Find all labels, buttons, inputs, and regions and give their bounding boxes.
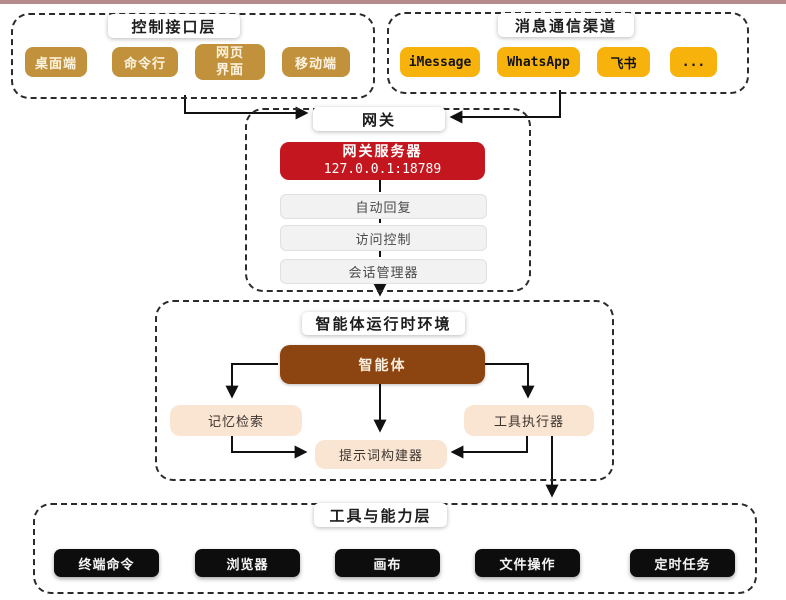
gateway-title: 网关 — [313, 107, 445, 131]
node-web-ui: 网页界面 — [195, 44, 265, 80]
node-feishu: 飞书 — [597, 47, 650, 77]
node-scheduled-tasks: 定时任务 — [630, 549, 735, 577]
node-prompt-builder: 提示词构建器 — [315, 440, 447, 469]
node-mobile: 移动端 — [282, 47, 350, 77]
node-canvas: 画布 — [335, 549, 440, 577]
tools-layer-title: 工具与能力层 — [314, 503, 447, 527]
control-layer-title: 控制接口层 — [108, 14, 240, 38]
node-agent: 智能体 — [280, 345, 485, 384]
node-whatsapp: WhatsApp — [497, 47, 580, 77]
gateway-server-address: 127.0.0.1:18789 — [323, 161, 442, 177]
node-tool-executor: 工具执行器 — [464, 405, 594, 436]
node-file-operations: 文件操作 — [475, 549, 580, 577]
node-cli: 命令行 — [112, 47, 178, 77]
control-layer-group: 控制接口层 桌面端 命令行 网页界面 移动端 — [11, 13, 375, 99]
node-session-manager: 会话管理器 — [280, 259, 487, 284]
node-memory-retrieval: 记忆检索 — [170, 405, 302, 436]
node-more-channels: ... — [670, 47, 717, 77]
node-terminal-commands: 终端命令 — [54, 549, 159, 577]
node-access-control: 访问控制 — [280, 225, 487, 251]
node-gateway-server: 网关服务器 127.0.0.1:18789 — [280, 142, 485, 180]
runtime-title: 智能体运行时环境 — [302, 312, 465, 335]
node-web-ui-label: 网页界面 — [215, 45, 244, 77]
node-desktop: 桌面端 — [25, 47, 87, 77]
top-accent-bar — [0, 0, 786, 4]
messaging-layer-title: 消息通信渠道 — [498, 13, 634, 37]
gateway-server-name: 网关服务器 — [342, 145, 423, 161]
node-browser: 浏览器 — [195, 549, 300, 577]
runtime-group: 智能体运行时环境 智能体 记忆检索 工具执行器 提示词构建器 — [155, 300, 614, 481]
node-auto-reply: 自动回复 — [280, 194, 487, 219]
node-imessage: iMessage — [400, 47, 480, 77]
messaging-layer-group: 消息通信渠道 iMessage WhatsApp 飞书 ... — [387, 12, 749, 94]
gateway-group: 网关 网关服务器 127.0.0.1:18789 自动回复 访问控制 会话管理器 — [245, 107, 531, 292]
tools-layer-group: 工具与能力层 终端命令 浏览器 画布 文件操作 定时任务 — [33, 503, 757, 594]
